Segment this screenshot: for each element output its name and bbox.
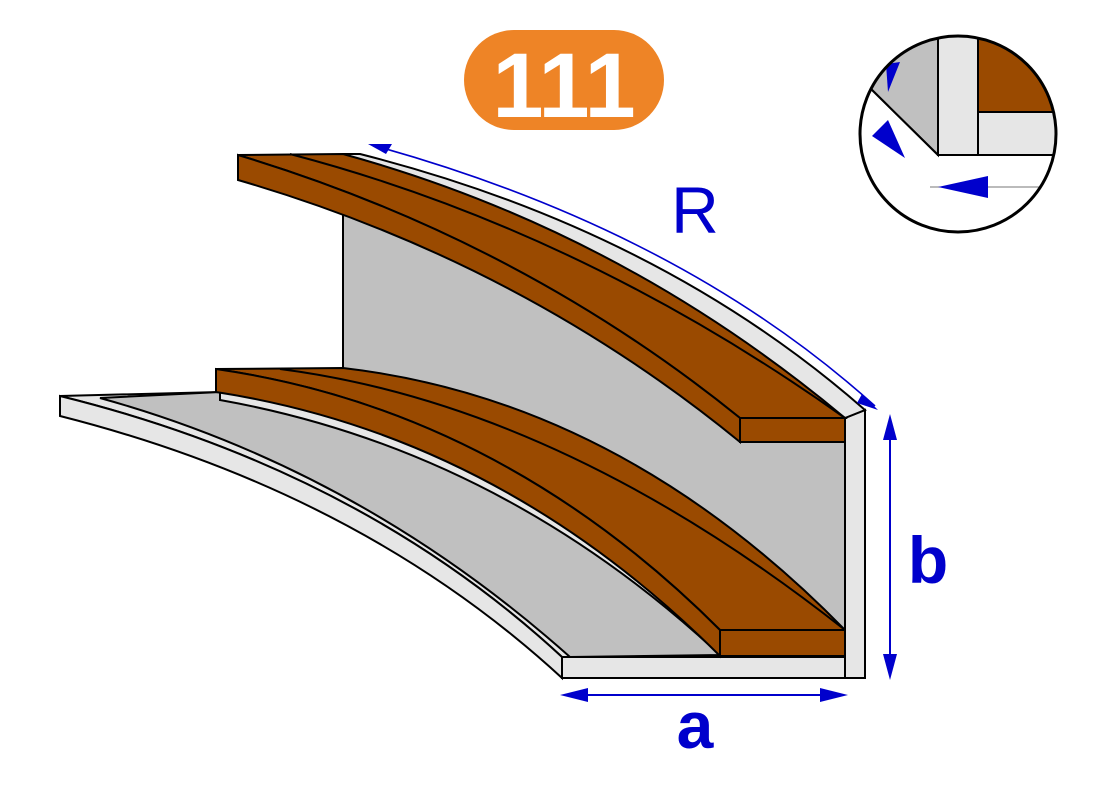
radius-label: R bbox=[671, 173, 719, 247]
bottom-flange-end bbox=[561, 656, 846, 679]
height-arrow-top bbox=[883, 414, 897, 440]
inset-wall bbox=[937, 36, 979, 156]
upper-wood-groove bbox=[289, 153, 846, 419]
radius-arrow-end bbox=[857, 394, 878, 410]
model-badge: 111 bbox=[464, 30, 664, 137]
lower-wood-strip-end bbox=[719, 629, 846, 657]
width-arrow-left bbox=[560, 688, 588, 702]
height-dimension: b bbox=[883, 414, 948, 680]
inset-arrow-bottom bbox=[938, 176, 988, 198]
radius-arrow-start bbox=[368, 144, 392, 154]
badge-background bbox=[464, 30, 664, 130]
width-label: a bbox=[677, 688, 715, 762]
inset-flange bbox=[977, 111, 1056, 156]
inset-arrow-diagonal bbox=[872, 120, 905, 158]
corner-detail-magnifier-icon bbox=[858, 34, 1058, 234]
upper-wood-strip-end bbox=[739, 417, 846, 443]
badge-number: 111 bbox=[492, 35, 635, 137]
width-arrow-right bbox=[820, 688, 848, 702]
radius-dimension: R bbox=[368, 144, 878, 410]
radius-dimension-line bbox=[371, 144, 876, 407]
inset-border bbox=[858, 34, 1058, 234]
lower-wood-groove bbox=[279, 368, 846, 631]
height-arrow-bottom bbox=[883, 654, 897, 680]
width-dimension: a bbox=[560, 688, 848, 762]
inset-arrow-top bbox=[886, 62, 900, 92]
vertical-flange-edge bbox=[844, 408, 866, 679]
height-label: b bbox=[908, 523, 948, 597]
